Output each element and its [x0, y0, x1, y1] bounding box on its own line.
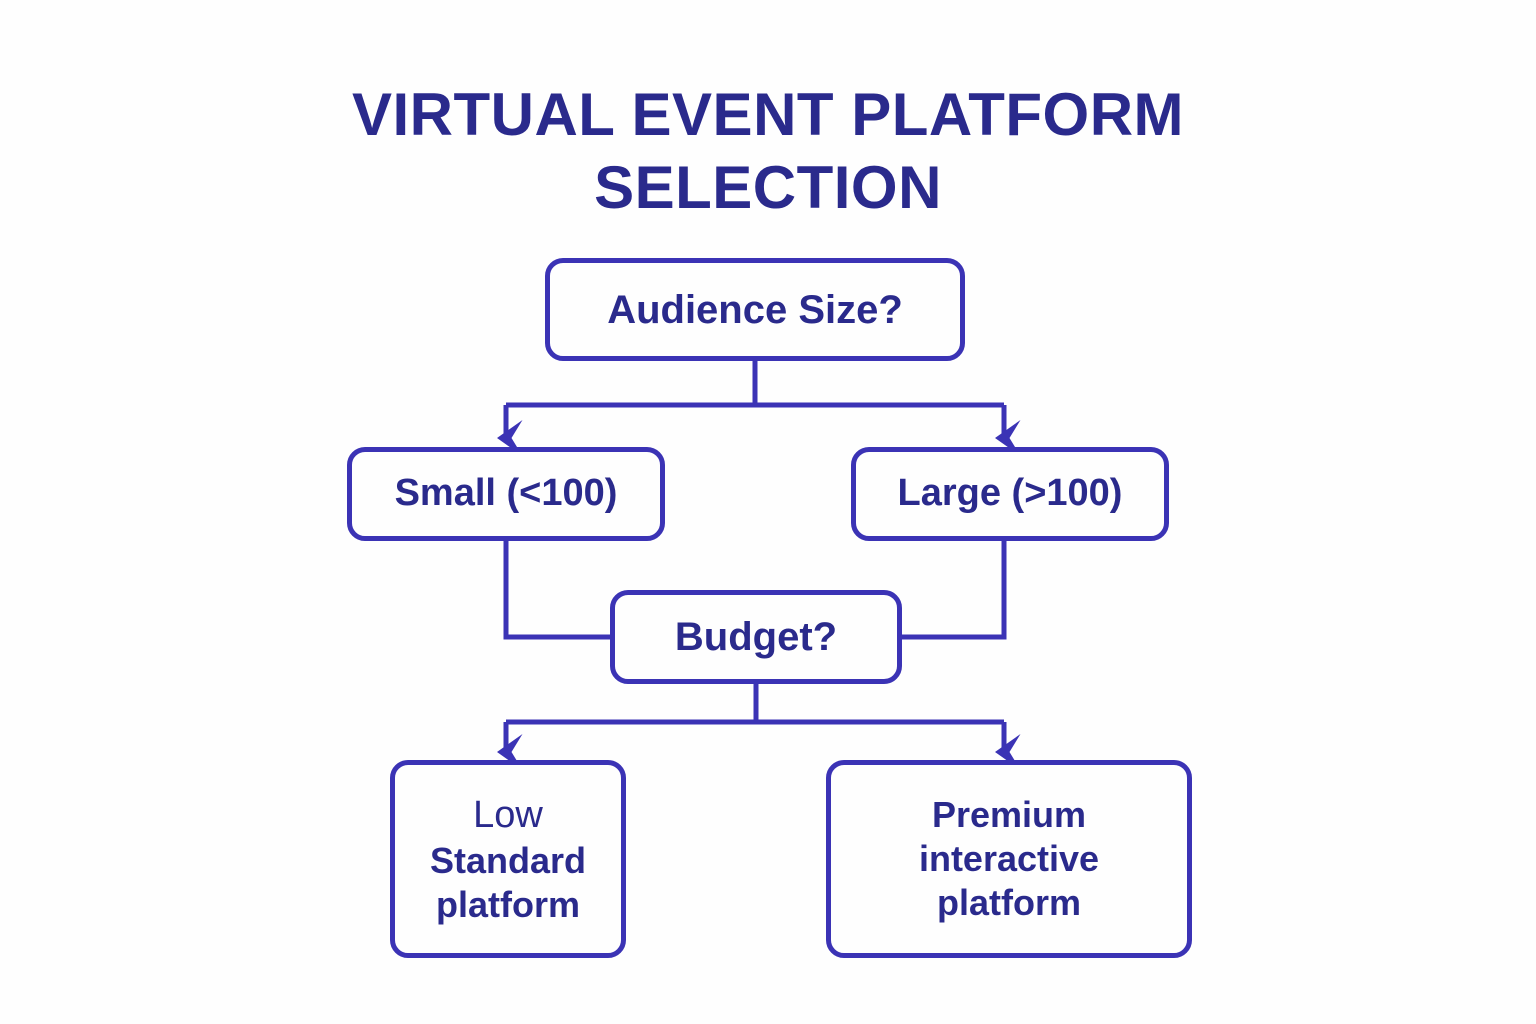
node-large-audience[interactable]: Large (>100) [851, 447, 1169, 541]
node-small-audience[interactable]: Small (<100) [347, 447, 665, 541]
node-premium-interactive-platform[interactable]: Premium interactive platform [826, 760, 1192, 958]
node-small-audience-label: Small (<100) [394, 472, 618, 515]
node-premium-body-label: Premium interactive platform [831, 793, 1187, 925]
node-budget-label: Budget? [674, 615, 838, 659]
node-budget[interactable]: Budget? [610, 590, 902, 684]
node-audience-size-label: Audience Size? [607, 287, 903, 332]
node-large-audience-label: Large (>100) [897, 472, 1123, 515]
page-title-line-2: SELECTION [594, 154, 942, 222]
node-low-body-label: Standard platform [395, 839, 621, 927]
node-audience-size[interactable]: Audience Size? [545, 258, 965, 361]
node-low-lead-label: Low [473, 793, 543, 836]
page-title-line-1: VIRTUAL EVENT PLATFORM [351, 81, 1185, 148]
page-title: VIRTUAL EVENT PLATFORM SELECTION [268, 78, 1268, 224]
node-low-body-line-2: platform [436, 884, 580, 926]
edge-large-to-budget [902, 541, 1007, 640]
node-premium-body-line-2: interactive [918, 838, 1100, 880]
node-premium-body-line-3: platform [937, 881, 1081, 923]
node-low-body-line-1: Standard [429, 840, 587, 882]
node-premium-body-line-1: Premium [931, 794, 1087, 836]
edge-small-to-budget [503, 541, 610, 640]
node-low-standard-platform[interactable]: Low Standard platform [390, 760, 626, 958]
